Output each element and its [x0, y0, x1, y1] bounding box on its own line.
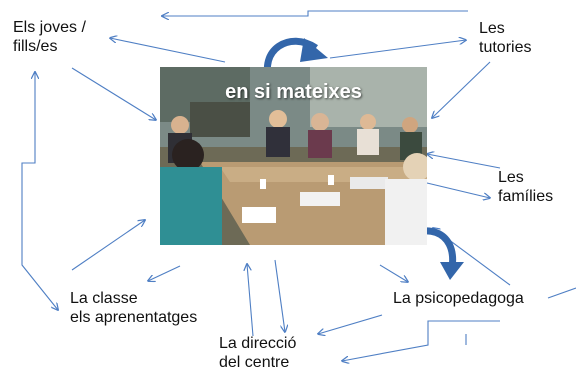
node-classe: La classe els aprenentatges: [70, 289, 197, 327]
arrow-to-tutories: [329, 40, 466, 59]
arrow-right-edge: [547, 287, 576, 299]
node-tutories-line2: tutories: [479, 39, 532, 56]
node-classe-line2: els aprenentatges: [70, 309, 198, 326]
node-joves: Els joves / fills/es: [13, 18, 86, 56]
curved-arrow-self-top-head: [300, 38, 328, 62]
meeting-photo-scene: [160, 67, 427, 245]
node-psicopedagoga-line1: La psicopedagoga: [393, 290, 524, 307]
node-tutories: Les tutories: [479, 19, 531, 57]
node-joves-line2: fills/es: [13, 38, 58, 55]
arrow-classe-to-photo: [71, 220, 145, 271]
node-tutories-line1: Les: [479, 20, 505, 37]
arrow-photo-to-psicopedagoga: [379, 264, 408, 282]
node-families-line2: famílies: [498, 188, 554, 205]
node-families-line1: Les: [498, 169, 524, 186]
arrow-left-loop: [21, 72, 58, 310]
arrow-direccio-up: [247, 264, 254, 337]
node-direccio-line2: del centre: [219, 354, 290, 371]
arrow-to-direccio-from-right: [318, 314, 383, 334]
curved-arrow-self-bottom-head: [440, 262, 464, 280]
node-joves-line1: Els joves /: [13, 19, 86, 36]
arrow-bottom-connector: [342, 320, 500, 361]
arrow-joves-to-photo: [71, 67, 156, 120]
arrow-tutories-to-photo: [432, 61, 491, 118]
arrow-joves-to-photo-top: [110, 38, 226, 63]
arrow-to-families: [426, 182, 490, 198]
node-families: Les famílies: [498, 168, 553, 206]
arrow-top-connector: [162, 10, 468, 16]
node-direccio: La direcció del centre: [219, 334, 296, 372]
photo-caption: en si mateixes: [225, 81, 362, 103]
node-direccio-line1: La direcció: [219, 335, 297, 352]
arrow-photo-to-classe: [148, 265, 181, 281]
meeting-photo: en si mateixes: [160, 67, 427, 245]
node-psicopedagoga: La psicopedagoga: [393, 289, 524, 308]
arrow-photo-to-direccio: [274, 259, 285, 332]
node-classe-line1: La classe: [70, 290, 138, 307]
arrow-to-families-top: [427, 154, 501, 169]
